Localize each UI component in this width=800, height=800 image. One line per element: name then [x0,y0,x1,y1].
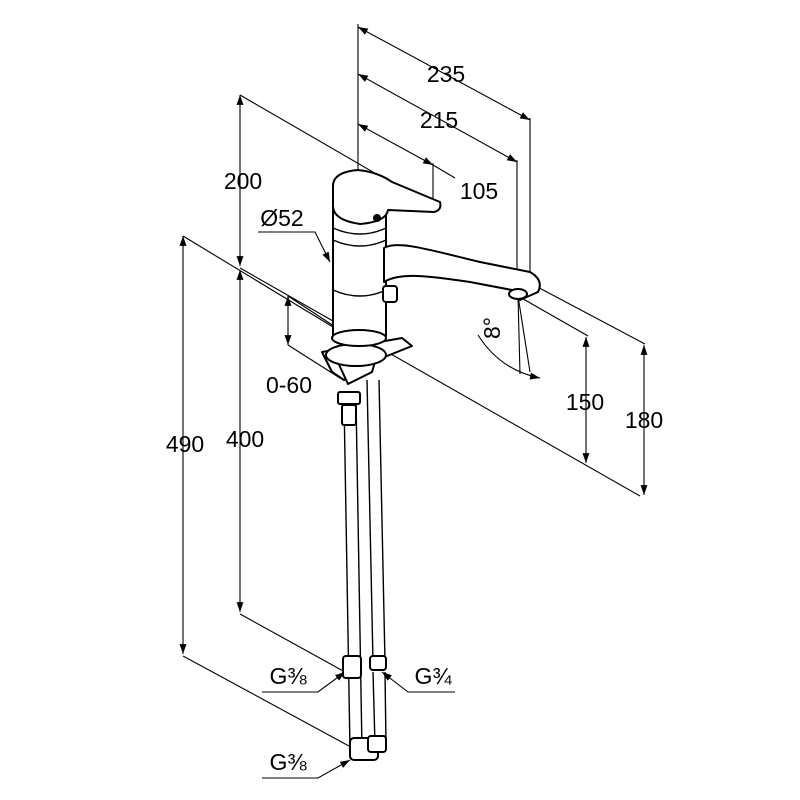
dimension-line-105 [357,123,434,166]
dim-label-150: 150 [566,389,604,415]
dim-label-215: 215 [420,107,458,133]
dimension-line-215 [357,73,518,163]
dim-label-angle: 8° [479,317,505,339]
dim-label-200: 200 [224,168,262,194]
dim-label-52: Ø52 [260,205,303,231]
thread-label-upper-left: G⅜ [269,663,307,689]
thread-label-bottom: G⅜ [269,749,307,775]
leader-g34 [381,671,455,693]
extension-lines [182,24,646,753]
leader-g38-bottom [262,759,351,779]
dimension-lines [179,26,648,779]
leader-line-52 [258,231,331,263]
dim-label-180: 180 [625,407,663,433]
faucet-body [321,169,541,761]
dim-label-400: 400 [226,426,264,452]
dim-label-490: 490 [166,431,204,457]
thread-label-upper-right: G¾ [414,663,452,689]
dimension-labels: 235 215 105 200 Ø52 0-60 490 400 150 180… [166,61,663,457]
dim-label-0-60: 0-60 [266,372,312,398]
dim-label-105: 105 [460,178,498,204]
dim-label-235: 235 [427,61,465,87]
leader-g38-upper [262,671,346,693]
angle-arc-8 [477,334,541,380]
thread-labels: G⅜ G¾ G⅜ [269,663,452,775]
